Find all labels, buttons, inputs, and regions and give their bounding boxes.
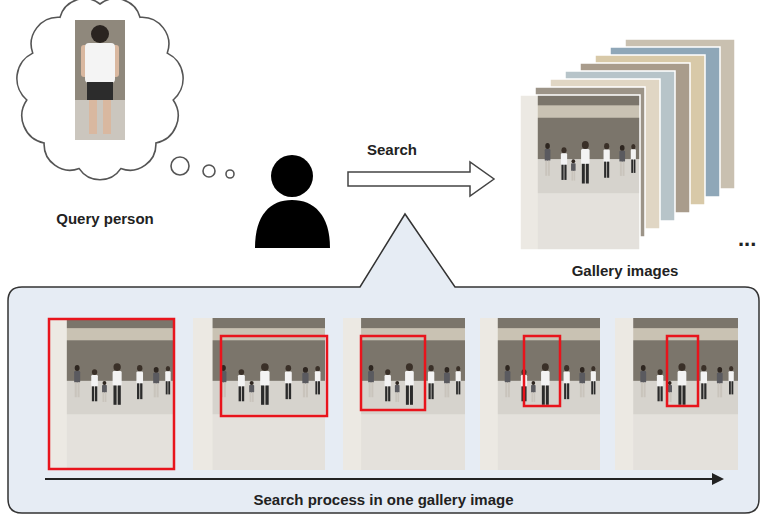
search-step-image <box>615 318 738 470</box>
query-person-image <box>75 20 125 140</box>
gallery-stack: Gallery images <box>510 28 740 284</box>
search-box <box>221 336 327 416</box>
thought-bubble <box>226 170 234 178</box>
thought-bubble <box>203 165 215 177</box>
node-label: Search process in one gallery image <box>253 491 513 509</box>
thought-cloud-outline <box>17 0 183 180</box>
search-step-image <box>193 318 325 470</box>
search-step-image <box>48 318 175 470</box>
search-box <box>361 336 425 410</box>
search-box <box>524 336 560 406</box>
node-label: Query person <box>56 210 154 228</box>
callout-panel <box>8 214 759 513</box>
search-step-image <box>480 318 600 470</box>
gallery-image-border <box>520 95 640 250</box>
search-label: Search <box>367 141 417 159</box>
thought-cloud: Query person <box>20 0 190 232</box>
search-box <box>667 336 698 406</box>
process-arrow-line <box>45 478 713 480</box>
search-box <box>49 319 174 469</box>
thought-bubble <box>171 157 189 175</box>
more-indicator: ... <box>738 226 756 252</box>
node-label: Gallery images <box>572 262 679 280</box>
search-panel: Search process in one gallery image <box>8 287 759 513</box>
user-body <box>255 200 330 248</box>
process-arrow-head <box>712 473 724 485</box>
search-step-image <box>343 318 465 470</box>
search-arrow <box>348 162 494 196</box>
gallery-image-front <box>520 95 640 250</box>
user-head <box>271 155 313 197</box>
